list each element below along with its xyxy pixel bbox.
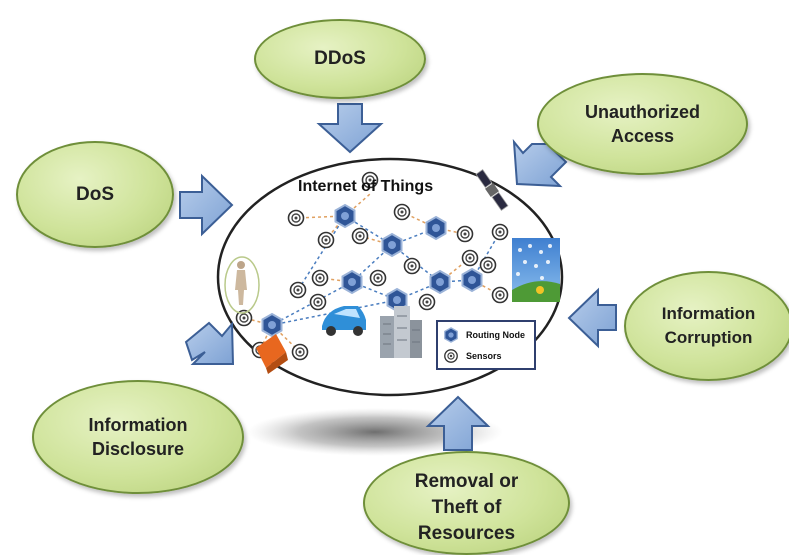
- routing-node-icon: [425, 216, 447, 240]
- threat-dos: DoS: [16, 141, 174, 248]
- sensor-icon: [289, 281, 307, 299]
- sensor-icon: [291, 343, 309, 361]
- sensor-icon: [491, 223, 509, 241]
- sensor-icon: [369, 269, 387, 287]
- arrow-ddos-icon: [316, 103, 384, 154]
- sensor-icon: [456, 225, 474, 243]
- threat-information-corruption-label: Information Corruption: [661, 304, 756, 347]
- arrow-unauthorized-icon: [512, 138, 568, 188]
- sensor-icon: [479, 256, 497, 274]
- legend-routing-node: Routing Node: [442, 327, 525, 343]
- building-icon: [380, 306, 422, 358]
- threat-removal-theft-resources-label: Removal or Theft of Resources: [414, 471, 519, 544]
- sensor-icon: [287, 209, 305, 227]
- arrow-corruption-icon: [567, 287, 617, 349]
- sensor-icon: [418, 293, 436, 311]
- routing-node-icon: [444, 327, 458, 343]
- threat-information-disclosure-label: Information Disclosure: [88, 415, 188, 459]
- device-icon: [256, 334, 288, 374]
- car-icon: [322, 306, 366, 336]
- sensor-icon: [403, 257, 421, 275]
- legend-sensors-label: Sensors: [466, 351, 502, 361]
- person-icon: [224, 256, 260, 314]
- landscape-photo-icon: [512, 238, 560, 302]
- threat-information-corruption: Information Corruption: [624, 271, 789, 381]
- arrow-disclosure-icon: [184, 321, 235, 365]
- sensor-icon: [393, 203, 411, 221]
- threat-information-disclosure: Information Disclosure: [32, 380, 244, 494]
- sensor-icon: [444, 349, 458, 363]
- sensor-icon: [351, 227, 369, 245]
- legend-sensors: Sensors: [442, 348, 502, 364]
- legend-routing-node-label: Routing Node: [466, 330, 525, 340]
- routing-node-icon: [261, 313, 283, 337]
- threat-ddos: DDoS: [254, 19, 426, 99]
- sensor-icon: [309, 293, 327, 311]
- routing-node-icon: [461, 268, 483, 292]
- sensor-icon: [311, 269, 329, 287]
- threat-unauthorized-access-label: Unauthorized Access: [585, 102, 700, 146]
- arrow-dos-icon: [179, 173, 234, 237]
- routing-node-icon: [429, 270, 451, 294]
- routing-node-icon: [381, 233, 403, 257]
- routing-node-icon: [334, 204, 356, 228]
- sensor-icon: [491, 286, 509, 304]
- routing-node-icon: [341, 270, 363, 294]
- threat-dos-label: DoS: [76, 183, 114, 205]
- threat-unauthorized-access: Unauthorized Access: [537, 73, 748, 175]
- sensor-icon: [317, 231, 335, 249]
- legend: Routing Node Sensors: [436, 320, 536, 370]
- threat-removal-theft-resources: Removal or Theft of Resources: [363, 451, 570, 555]
- satellite-icon: [475, 169, 509, 211]
- threat-ddos-label: DDoS: [314, 48, 366, 69]
- sensor-icon: [461, 249, 479, 267]
- arrow-removal-icon: [425, 395, 491, 451]
- iot-title: Internet of Things: [298, 178, 434, 195]
